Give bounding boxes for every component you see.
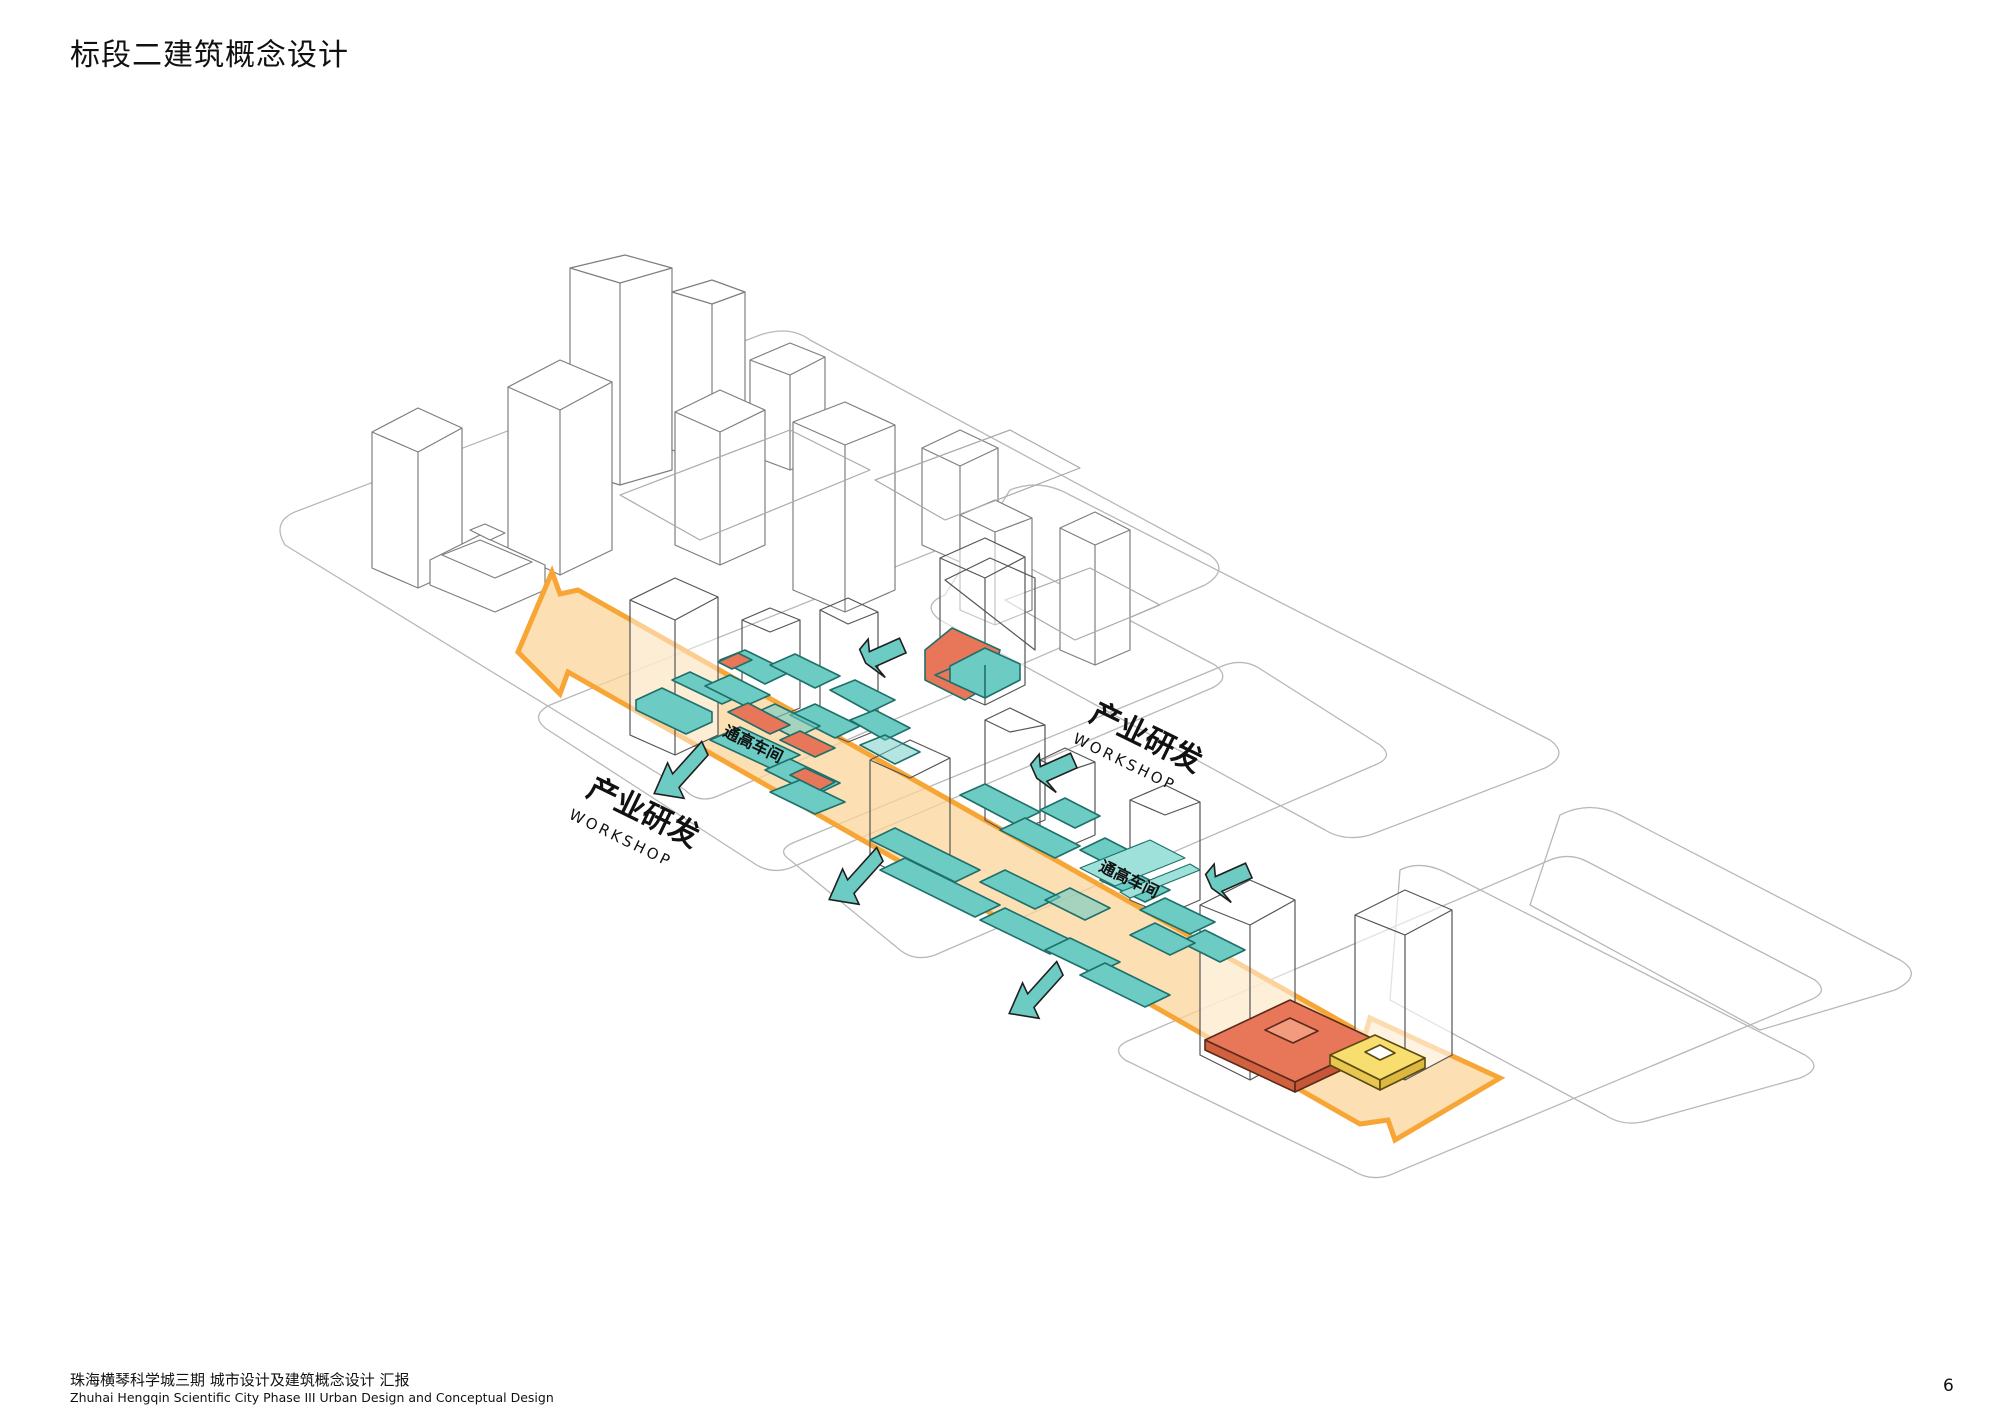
arrow-up-north-2 bbox=[1029, 752, 1079, 794]
workshop-cluster-middle bbox=[869, 783, 1246, 1008]
direction-arrows bbox=[653, 637, 1254, 1020]
stepped-podium bbox=[429, 523, 546, 613]
tower-outline bbox=[1129, 784, 1201, 916]
tower bbox=[1059, 511, 1131, 666]
site-plot-middle bbox=[538, 541, 1224, 872]
workshop-blocks bbox=[635, 627, 1246, 1008]
tower-outline bbox=[984, 707, 1046, 835]
site-plot-far-east bbox=[1389, 864, 1815, 1124]
plaza-blocks bbox=[1204, 999, 1426, 1093]
arrow-up-north-1 bbox=[858, 637, 908, 679]
arrow-down-west-3 bbox=[1008, 960, 1064, 1020]
footer-title-cn: 珠海横琴科学城三期 城市设计及建筑概念设计 汇报 bbox=[70, 1371, 410, 1389]
site-plots bbox=[279, 330, 1912, 1179]
footer-title-en: Zhuhai Hengqin Scientific City Phase III… bbox=[70, 1390, 554, 1405]
low-podiums bbox=[619, 429, 1161, 641]
arrow-up-north-3 bbox=[1204, 862, 1254, 904]
site-plot-northeast bbox=[1529, 806, 1912, 1031]
workshop-hall-bars bbox=[1079, 839, 1201, 899]
site-plot-east bbox=[1118, 855, 1822, 1179]
yellow-plaza-courtyard bbox=[1364, 1044, 1396, 1061]
site-plot-northwest bbox=[279, 330, 1220, 800]
north-coral-block bbox=[924, 627, 1021, 701]
tower-outline bbox=[944, 557, 1036, 651]
page-number: 6 bbox=[1943, 1376, 1954, 1396]
tower bbox=[674, 389, 766, 566]
tower bbox=[792, 401, 896, 613]
coral-plaza-courtyard bbox=[1264, 1017, 1319, 1044]
arrow-down-west-1 bbox=[653, 740, 709, 800]
background-towers bbox=[371, 254, 1161, 666]
site-plot-south-strip bbox=[783, 661, 1387, 959]
site-plot-north bbox=[930, 484, 1560, 839]
tower bbox=[507, 359, 613, 576]
page-title: 标段二建筑概念设计 bbox=[70, 38, 349, 73]
workshop-cluster-west-coral bbox=[717, 652, 836, 791]
arrow-down-west-2 bbox=[828, 846, 884, 906]
